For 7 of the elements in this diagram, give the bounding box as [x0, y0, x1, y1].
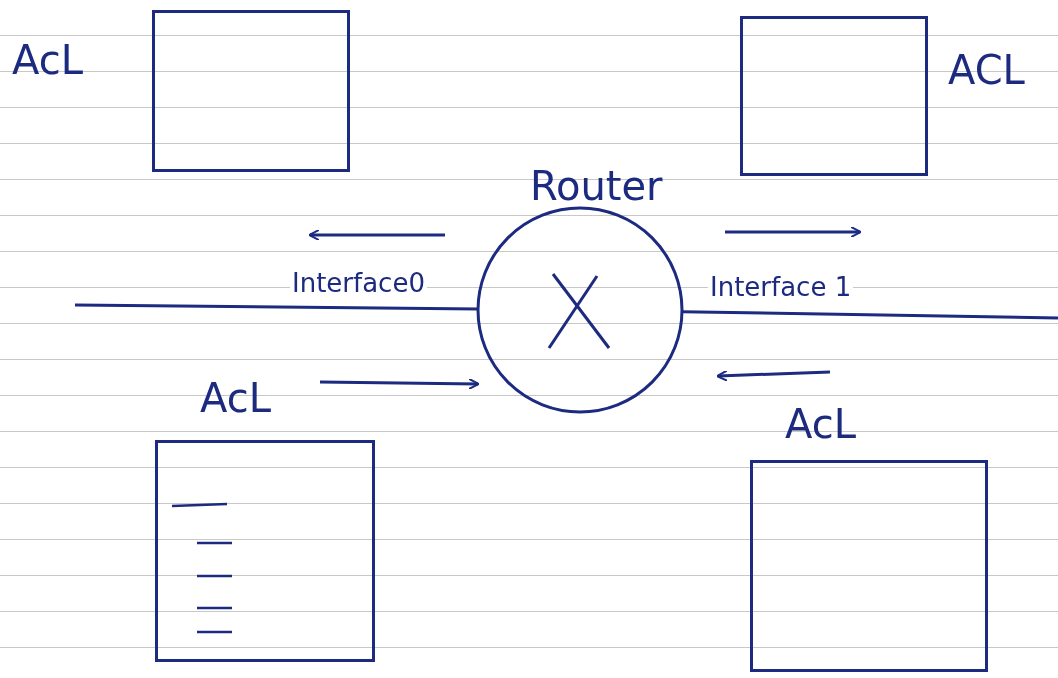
acl-heading: AcL	[785, 402, 856, 446]
acl-heading: AcL	[200, 376, 271, 420]
interface-line	[75, 303, 478, 311]
acl-heading: ACL	[948, 48, 1025, 92]
router-heading: Router	[530, 164, 663, 208]
interface-line	[681, 310, 1058, 320]
acl-heading: AcL	[12, 38, 83, 82]
